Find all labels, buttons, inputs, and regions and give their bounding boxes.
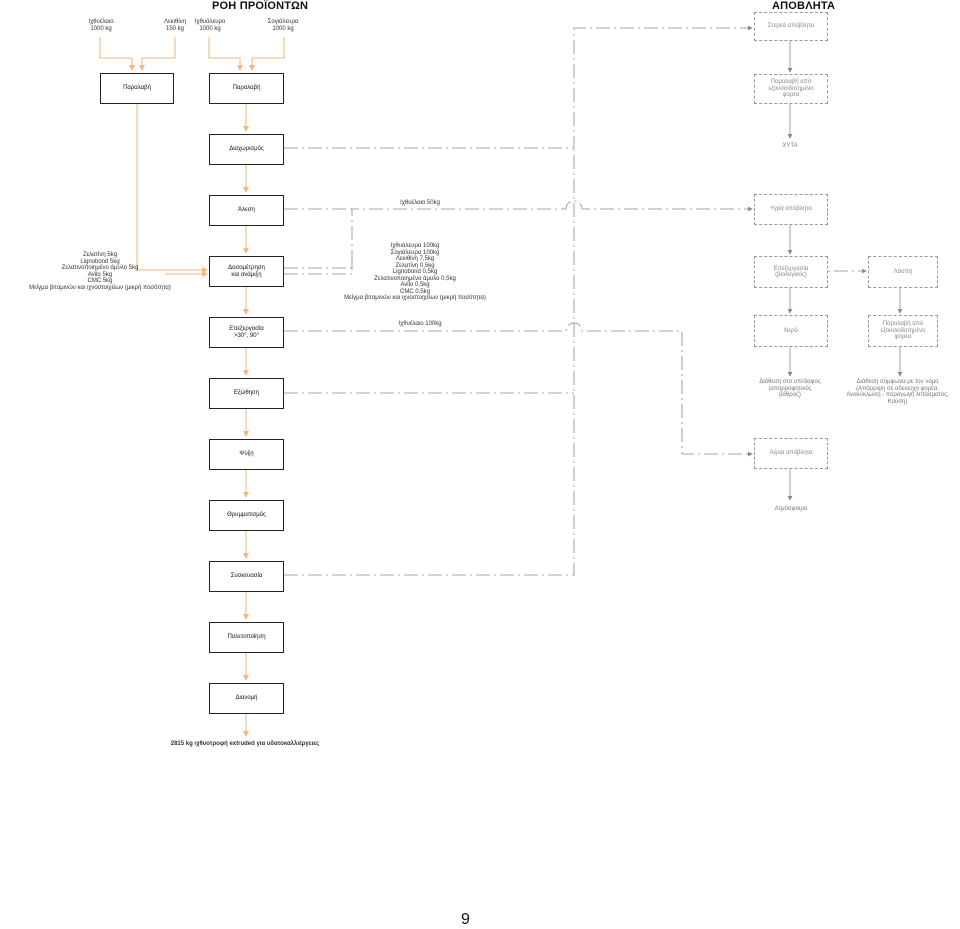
- sludge-box: Λάσπη: [868, 256, 938, 288]
- processing-loss-label: Ιχθυέλαιο 100kg: [398, 321, 442, 327]
- grinding-label: Άλεση: [238, 207, 255, 214]
- water-disposal-label: Διάθεση στο υπέδαφος (απορροφητικός βόθρ…: [759, 379, 821, 398]
- processing-box: Επεξεργασία >30°, 90°: [209, 317, 284, 348]
- distribution-label: Διανομή: [235, 695, 258, 702]
- waste-flow-lines: [284, 25, 867, 576]
- sludge-disposal-label: Διάθεση σύμφωνα με τον νόμο (Απόρριψη σε…: [846, 379, 949, 405]
- water-label: Νερό: [784, 327, 798, 334]
- liquid-waste-label: Υγρά απόβλητα: [770, 206, 812, 213]
- cooling-label: Ψύξη: [239, 451, 254, 458]
- packaging-box: Συσκευασία: [209, 561, 284, 592]
- landfill-label: ΧΥΤΑ: [782, 143, 798, 149]
- processing-label: Επεξεργασία >30°, 90°: [229, 326, 264, 339]
- receipt-left-box: Παραλαβή: [100, 73, 174, 104]
- receipt-right-box: Παραλαβή: [209, 73, 284, 104]
- sludge-carrier-box: Παραλαβή από εξουσιοδοτημένο φορέα: [868, 315, 938, 347]
- dosing-box: Δοσομέτρηση και ανάμιξη: [209, 256, 284, 287]
- product-flow-lines: [99, 37, 285, 737]
- palletizing-label: Παλετοποίηση: [227, 634, 266, 641]
- additives-list: Ζελατίνη 5kg Lignobond 5kg Ζελατινοποιημ…: [29, 252, 171, 291]
- extrusion-box: Εξώθηση: [209, 378, 284, 409]
- packaging-label: Συσκευασία: [230, 573, 263, 580]
- crumbling-box: Θρυμματισμός: [209, 500, 284, 531]
- extrusion-label: Εξώθηση: [233, 390, 260, 397]
- air-waste-box: Αέρια απόβλητα: [754, 438, 828, 469]
- product-flow-heading: ΡΟΗ ΠΡΟΪΟΝΤΩΝ: [212, 0, 309, 12]
- distribution-box: Διανομή: [209, 683, 284, 714]
- sludge-label: Λάσπη: [893, 268, 913, 275]
- crumbling-label: Θρυμματισμός: [227, 512, 266, 519]
- sorting-box: Διαχωρισμός: [209, 134, 284, 165]
- palletizing-box: Παλετοποίηση: [209, 622, 284, 653]
- liquid-treatment-box: Επεξεργασία (βιολογικός): [754, 256, 828, 288]
- waste-chain-arrows: [787, 41, 903, 501]
- liquid-waste-box: Υγρά απόβλητα: [754, 194, 828, 225]
- waste-heading: ΑΠΟΒΛΗΤΑ: [772, 0, 836, 12]
- input-fish-oil: Ιχθυέλαιο 1000 kg: [88, 19, 114, 32]
- dosing-loss-label: Ιχθυάλευρα 100kg Σογιάλευρα 100kg Λεκιθί…: [344, 243, 486, 301]
- cooling-box: Ψύξη: [209, 439, 284, 470]
- grinding-box: Άλεση: [209, 195, 284, 226]
- sludge-carrier-label: Παραλαβή από εξουσιοδοτημένο φορέα: [880, 321, 926, 341]
- grinding-loss-label: Ιχθυέλαιο 50kg: [400, 200, 440, 206]
- solid-carrier-label: Παραλαβή από εξουσιοδοτημένο φορέα: [768, 79, 814, 99]
- input-fishmeal: Ιχθυάλευρο 1000 kg: [194, 19, 226, 32]
- liquid-treatment-label: Επεξεργασία (βιολογικός): [773, 265, 809, 279]
- receipt-right-label: Παραλαβή: [232, 85, 261, 92]
- solid-waste-label: Στερεά απόβλητα: [767, 23, 815, 30]
- page-number: 9: [461, 911, 470, 928]
- water-box: Νερό: [754, 315, 828, 347]
- atmosphere-label: Ατμόσφαιρα: [774, 506, 808, 512]
- solid-carrier-box: Παραλαβή από εξουσιοδοτημένο φορέα: [754, 74, 828, 104]
- input-soymeal: Σογιάλευρα 1000 kg: [267, 19, 299, 32]
- dosing-label: Δοσομέτρηση και ανάμιξη: [228, 265, 265, 278]
- solid-waste-box: Στερεά απόβλητα: [754, 12, 828, 41]
- input-lecithin: Λεκιθίνη 150 kg: [163, 19, 187, 32]
- receipt-left-label: Παραλαβή: [123, 85, 151, 92]
- air-waste-label: Αέρια απόβλητα: [769, 450, 813, 457]
- sorting-label: Διαχωρισμός: [229, 146, 264, 153]
- final-output: 2815 kg ιχθυοτροφή extruded για υδατοκαλ…: [170, 741, 320, 747]
